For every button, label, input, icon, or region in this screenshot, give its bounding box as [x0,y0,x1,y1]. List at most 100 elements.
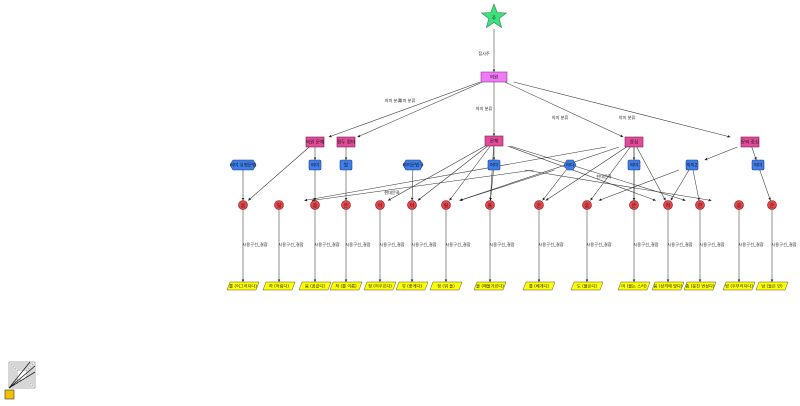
word-node-label: 하 (어림다) [269,282,289,289]
category-node-label: 접두 접미 [337,139,355,146]
subcategory-node[interactable] [751,159,765,171]
subcategory-node-label: 발 [344,162,348,169]
subcategory-node-label: 의미문법구 [403,162,424,169]
edge-s6-m1 [311,169,534,202]
edge-hub-c2 [357,81,483,138]
morpheme-node[interactable] [695,200,705,210]
morpheme-node[interactable] [485,200,495,210]
edge-c4-m11 [636,146,666,201]
word-node[interactable] [473,281,507,291]
morpheme-node[interactable] [582,200,592,210]
category-node[interactable] [305,136,325,148]
edge-label: 현대문화 [596,173,612,180]
word-node[interactable] [522,281,556,291]
edge-label: 의미 분류 [476,105,493,112]
morpheme-node[interactable] [310,200,320,210]
word-node-label: 빙 (우부러지다) [725,282,753,289]
edge-label: 시용구선_결합 [538,241,563,248]
subcategory-node-label: 의미2 [686,162,697,169]
word-node[interactable] [683,281,717,291]
category-node[interactable] [740,136,760,148]
word-node-label: 정 (어우르다) [368,282,392,289]
morpheme-node-label: 은 [537,203,541,209]
morpheme-node-label: 은 [344,203,348,209]
edge-label: 시용구선_결합 [699,241,724,248]
edge-label: 의미 분류 [552,114,569,121]
word-node-label: 정 (뭐 돌) [437,282,455,289]
word-node-label: 뷰 (좋게다) [402,282,422,289]
morpheme-node[interactable] [734,200,744,210]
word-node-label: 물 (떼돌가르다) [476,282,504,289]
morpheme-node[interactable] [767,200,777,210]
edge-layer [241,29,774,282]
edge-c4-m9 [590,146,631,201]
word-node[interactable] [755,281,789,291]
edge-c4-m1 [304,146,606,202]
category-node[interactable] [624,136,644,148]
morpheme-node[interactable] [274,200,284,210]
subcategory-node[interactable] [685,159,699,171]
morpheme-node-label: 은 [770,203,774,209]
morpheme-node-label: 릴 [277,202,281,209]
edge-c3-m11 [507,145,656,201]
edge-s6-m6 [459,169,555,201]
word-node[interactable] [395,281,429,291]
edge-s8-m12 [692,169,700,201]
morpheme-node[interactable] [375,200,385,210]
morpheme-node-label: 한 [698,203,702,209]
edge-s5-m7 [489,169,494,201]
word-node[interactable] [651,281,685,291]
morpheme-node-label: 음 [241,203,245,209]
subcategory-node[interactable] [402,159,424,171]
edge-c3-m6 [449,145,491,201]
word-node[interactable] [429,281,463,291]
subcategory-node-label: 의미 [630,162,638,169]
morpheme-node-label: 은 [632,203,636,209]
word-node[interactable] [226,281,260,291]
edge-hub-c4 [504,81,624,138]
edge-c3-m5 [417,145,488,201]
word-node[interactable] [570,281,604,291]
root-node-label: 주 [492,16,496,22]
morpheme-node[interactable] [663,200,673,210]
hub-node-label: 의원 [490,74,498,81]
edge-label: 시용구선_결합 [633,241,658,248]
morpheme-node[interactable] [629,200,639,210]
edge-label: 시용구선_결합 [345,241,370,248]
subcategory-node[interactable] [563,159,577,171]
morpheme-node-label: 물 [488,203,492,209]
morpheme-node[interactable] [341,200,351,210]
morpheme-node[interactable] [238,200,248,210]
word-node[interactable] [363,281,397,291]
subcategory-node[interactable] [487,159,501,171]
morpheme-node[interactable] [441,200,451,210]
word-node[interactable] [722,281,756,291]
subcategory-node[interactable] [308,159,322,171]
hub-node[interactable] [480,71,508,83]
morpheme-node-label: 이 [378,202,382,209]
word-node[interactable] [262,281,296,291]
edge-s5-m13 [524,169,712,202]
subcategory-node[interactable] [627,159,641,171]
edge-label: 시용구선_결합 [667,241,692,248]
morpheme-node[interactable] [407,200,417,210]
edge-c5-s8 [704,146,738,161]
subcategory-node[interactable] [339,159,353,171]
edge-hub-c5 [513,81,731,138]
category-node[interactable] [336,136,356,148]
subcategory-node-label: 의미 [754,162,762,169]
morpheme-node[interactable] [534,200,544,210]
category-node[interactable] [484,135,504,147]
word-node-label: 남 (들은 안) [761,282,783,288]
word-node[interactable] [298,281,332,291]
edge-label: 시용구선_결합 [314,241,339,248]
subcategory-node[interactable] [229,159,257,171]
morpheme-node-label: 음 [737,203,741,209]
word-node[interactable] [329,281,363,291]
root-star-node[interactable] [480,3,508,29]
edge-c3-m4 [387,145,486,201]
edge-hub-c1 [328,81,481,138]
word-node[interactable] [617,281,651,291]
